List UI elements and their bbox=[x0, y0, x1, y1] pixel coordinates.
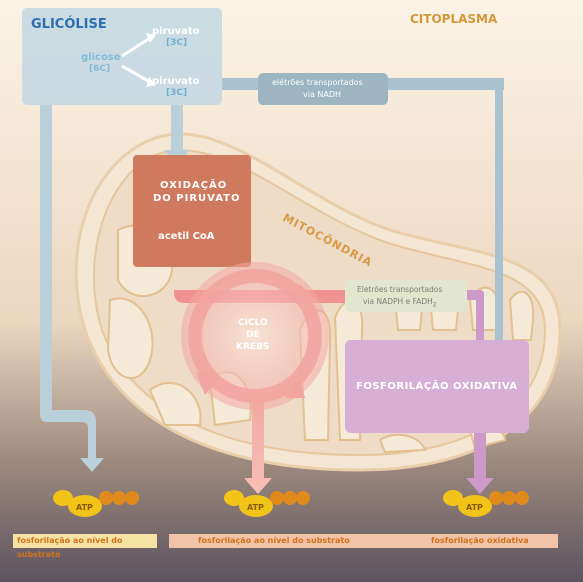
atp-molecule-3 bbox=[443, 490, 529, 517]
oxphos-to-atp-arrow bbox=[466, 433, 494, 494]
pyruvate-top-label: piruvato bbox=[152, 26, 200, 37]
glucose-fork-arrows bbox=[121, 36, 151, 84]
glucose-fork-arrowheads bbox=[146, 33, 156, 87]
glycolysis-to-oxidation-arrow bbox=[164, 105, 190, 165]
nadh-label-line1: elétrões transportados bbox=[272, 78, 363, 87]
glucose-carbons: [6C] bbox=[89, 64, 111, 74]
krebs-label-line1: CICLO bbox=[238, 318, 268, 328]
atp-label-3: ATP bbox=[466, 503, 483, 512]
krebs-label-line3: KREBS bbox=[236, 342, 270, 352]
fadh-label-line2: via NADPH e FADH2 bbox=[363, 297, 437, 309]
nadh-label-line2: via NADH bbox=[303, 90, 342, 99]
fadh-label-line1: Eletrões transportados bbox=[357, 285, 443, 294]
glycolysis-title: GLICÓLISE bbox=[31, 17, 107, 32]
oxidation-label-line1: OXIDAÇÃO bbox=[160, 180, 228, 191]
atp-molecule-1 bbox=[53, 490, 139, 517]
oxphos-box bbox=[345, 340, 529, 433]
fadh-badge bbox=[345, 280, 467, 312]
pyruvate-top-carbons: [3C] bbox=[166, 38, 188, 48]
krebs-label-line2: DE bbox=[246, 330, 260, 340]
footer-left-label: fosforilação ao nível do substrato bbox=[17, 536, 123, 559]
nadh-connector-down bbox=[495, 84, 503, 340]
atp-label-1: ATP bbox=[76, 503, 93, 512]
footer-left-bar: fosforilação ao nível do substrato bbox=[13, 534, 157, 559]
glucose-label: glicose bbox=[81, 52, 121, 63]
pyruvate-bottom-label: piruvato bbox=[152, 76, 200, 87]
acetyl-coa-label: acetil CoA bbox=[158, 231, 215, 242]
nadh-badge bbox=[258, 73, 388, 105]
atp-molecule-2 bbox=[224, 490, 310, 517]
oxidation-box bbox=[133, 155, 251, 267]
fadh-connector bbox=[465, 290, 484, 345]
cytoplasm-title: CITOPLASMA bbox=[410, 12, 498, 26]
footer-mid-label: fosforilação ao nível do substrato bbox=[198, 536, 350, 545]
fadh-label-text: via NADPH e FADH bbox=[363, 297, 433, 306]
glycolysis-box bbox=[22, 8, 222, 105]
krebs-to-atp-arrow bbox=[244, 396, 272, 494]
oxphos-label: FOSFORILAÇÃO OXIDATIVA bbox=[356, 381, 518, 392]
fadh-subscript: 2 bbox=[432, 301, 437, 309]
atp-label-2: ATP bbox=[247, 503, 264, 512]
oxidation-label-line2: DO PIRUVATO bbox=[153, 193, 241, 204]
footer-right-bar bbox=[169, 534, 558, 548]
glycolysis-substrate-arrow bbox=[40, 105, 104, 472]
krebs-arrowhead-3 bbox=[285, 380, 305, 398]
krebs-glow bbox=[181, 262, 329, 410]
footer-right-label: fosforilação oxidativa bbox=[431, 536, 529, 545]
krebs-arrowhead-1 bbox=[296, 284, 318, 304]
pyruvate-bottom-carbons: [3C] bbox=[166, 88, 188, 98]
krebs-arrowhead-2 bbox=[196, 372, 218, 395]
